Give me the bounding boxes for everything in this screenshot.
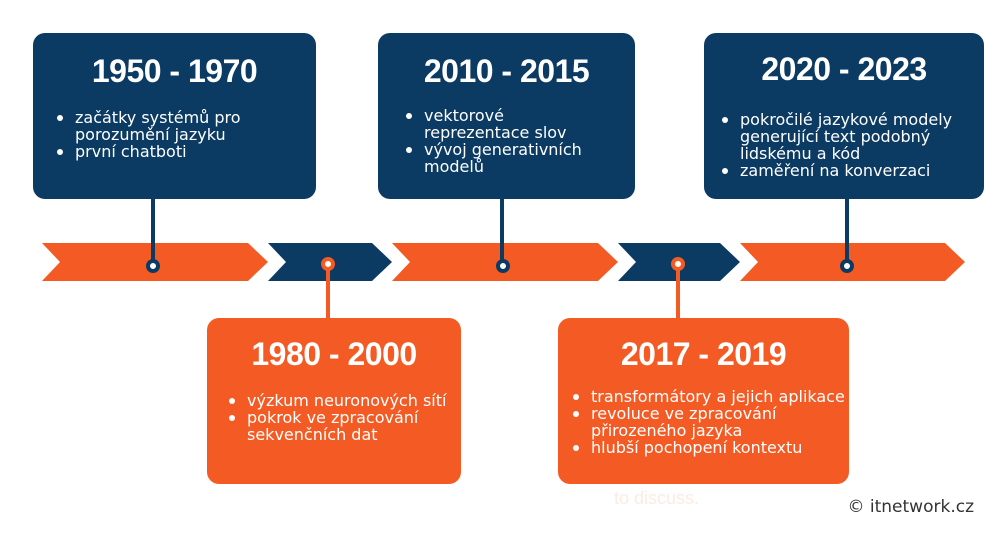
- bullet-item: vektorové reprezentace slov: [404, 107, 609, 141]
- bullet-item: začátky systémů pro porozumění jazyku: [55, 109, 295, 143]
- timeline-dot-1980: [321, 257, 335, 271]
- period-box-1950-1970: 1950 - 1970 začátky systémů pro porozumě…: [33, 33, 316, 199]
- period-bullets: vektorové reprezentace slov vývoj genera…: [404, 107, 609, 175]
- bullet-item: výzkum neuronových sítí: [227, 392, 452, 409]
- period-box-2017-2019: 2017 - 2019 transformátory a jejich apli…: [558, 318, 849, 484]
- period-title: 2010 - 2015: [423, 53, 590, 89]
- bullet-item: vývoj generativních modelů: [404, 141, 609, 175]
- connector-1980: [326, 270, 330, 320]
- period-bullets: výzkum neuronových sítí pokrok ve zpraco…: [227, 392, 452, 443]
- connector-2020: [845, 196, 849, 260]
- copyright-label: © itnetwork.cz: [847, 497, 974, 517]
- period-title: 2017 - 2019: [620, 336, 787, 372]
- timeline-dot-2017: [671, 257, 685, 271]
- faded-watermark-text: to discuss.: [614, 488, 700, 508]
- period-box-2010-2015: 2010 - 2015 vektorové reprezentace slov …: [378, 33, 635, 199]
- period-title: 1950 - 1970: [91, 53, 258, 89]
- period-box-1980-2000: 1980 - 2000 výzkum neuronových sítí pokr…: [207, 318, 461, 484]
- bullet-item: pokročilé jazykové modely generující tex…: [720, 111, 975, 162]
- bullet-item: pokrok ve zpracování sekvenčních dat: [227, 409, 452, 443]
- period-title: 2020 - 2023: [761, 51, 927, 87]
- bullet-item: zaměření na konverzaci: [720, 162, 975, 179]
- period-bullets: pokročilé jazykové modely generující tex…: [720, 111, 975, 179]
- period-box-2020-2023: 2020 - 2023 pokročilé jazykové modely ge…: [704, 33, 984, 199]
- bullet-item: transformátory a jejich aplikace: [571, 388, 847, 405]
- connector-2010: [500, 196, 504, 260]
- connector-1950: [151, 196, 155, 260]
- timeline-dot-1950: [146, 259, 160, 273]
- period-bullets: začátky systémů pro porozumění jazyku pr…: [55, 109, 295, 160]
- bullet-item: revoluce ve zpracování přirozeného jazyk…: [571, 405, 847, 439]
- connector-2017: [676, 270, 680, 320]
- period-bullets: transformátory a jejich aplikace revoluc…: [571, 388, 847, 456]
- bullet-item: první chatboti: [55, 143, 295, 160]
- timeline-dot-2010: [496, 259, 510, 273]
- timeline-dot-2020: [840, 259, 854, 273]
- bullet-item: hlubší pochopení kontextu: [571, 439, 847, 456]
- period-title: 1980 - 2000: [251, 336, 417, 372]
